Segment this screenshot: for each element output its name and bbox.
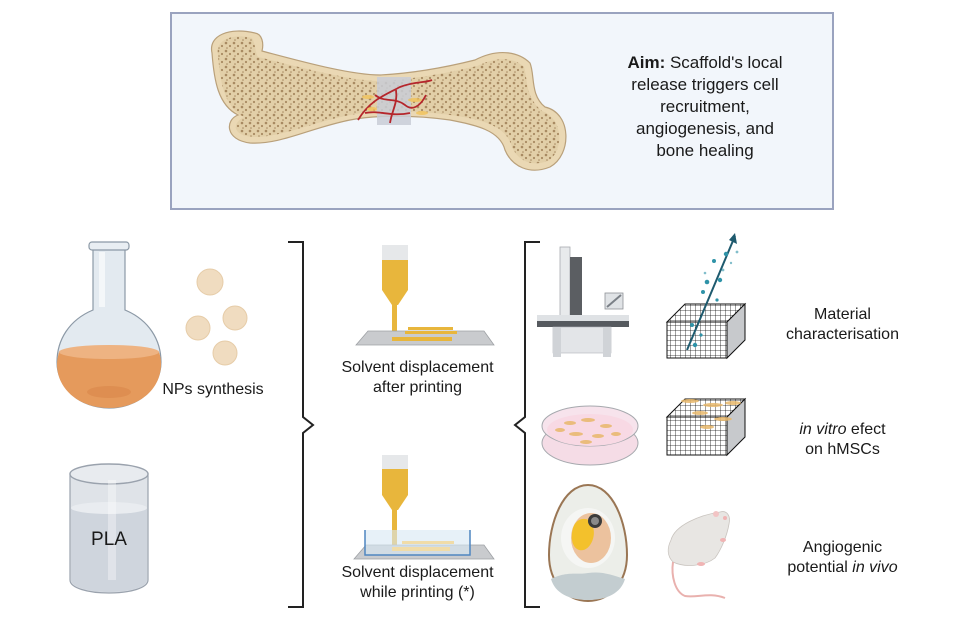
printed-scaffold bbox=[392, 327, 457, 341]
petri-dish-icon bbox=[541, 405, 639, 466]
flask-icon bbox=[56, 241, 162, 409]
aim-label: Aim: bbox=[627, 53, 666, 72]
printer-while-icon bbox=[353, 455, 495, 560]
material-line-2: characterisation bbox=[786, 326, 899, 343]
flask-liquid bbox=[57, 346, 161, 408]
aim-line-5: bone healing bbox=[656, 141, 754, 160]
right-bracket bbox=[513, 241, 540, 608]
aim-line-4: angiogenesis, and bbox=[635, 119, 774, 138]
nps-synthesis-label: NPs synthesis bbox=[162, 381, 264, 398]
aim-line-1: Scaffold's local bbox=[665, 53, 783, 72]
cells-yellow bbox=[362, 95, 428, 115]
particles bbox=[690, 250, 739, 348]
chick-embryo-egg-icon bbox=[547, 483, 629, 603]
bone-illustration bbox=[210, 30, 567, 171]
left-bracket bbox=[288, 241, 315, 608]
in-vivo-plain: potential bbox=[787, 559, 853, 576]
material-characterisation-label: Material characterisation bbox=[770, 305, 915, 345]
while-printing-line-2: while printing (*) bbox=[360, 584, 475, 601]
cells bbox=[681, 399, 741, 429]
in-vivo-label: Angiogenic potential in vivo bbox=[770, 538, 915, 578]
after-printing-label: Solvent displacement after printing bbox=[325, 358, 510, 398]
blood-vessels bbox=[357, 79, 433, 124]
in-vivo-italic: in vivo bbox=[852, 559, 898, 576]
in-vitro-line-2: on hMSCs bbox=[805, 441, 880, 458]
nanoparticles-icon bbox=[185, 268, 248, 366]
in-vivo-line-1: Angiogenic bbox=[802, 539, 883, 556]
while-printing-label: Solvent displacement while printing (*) bbox=[325, 563, 510, 603]
after-printing-line-2: after printing bbox=[373, 379, 462, 396]
printer-after-icon bbox=[355, 245, 495, 346]
electron-microscope-icon bbox=[537, 246, 629, 357]
while-printing-line-1: Solvent displacement bbox=[341, 564, 494, 581]
in-vitro-label: in vitro efect on hMSCs bbox=[770, 420, 915, 460]
in-vitro-rest: efect bbox=[846, 421, 886, 438]
mouse-icon bbox=[667, 511, 730, 599]
printed-scaffold bbox=[392, 541, 454, 551]
pla-label: PLA bbox=[91, 529, 127, 550]
pla-beaker-icon bbox=[69, 463, 149, 594]
aim-line-2: release triggers cell bbox=[631, 75, 779, 94]
material-line-1: Material bbox=[814, 306, 871, 323]
after-printing-line-1: Solvent displacement bbox=[341, 359, 494, 376]
pla-liquid bbox=[71, 508, 147, 592]
cells bbox=[555, 418, 621, 444]
scaffold-xray-icon bbox=[665, 233, 747, 360]
aim-statement: Aim: Scaffold's local release triggers c… bbox=[600, 52, 810, 162]
aim-line-3: recruitment, bbox=[660, 97, 750, 116]
scaffold-cells-icon bbox=[665, 397, 747, 457]
in-vitro-italic: in vitro bbox=[799, 421, 847, 438]
